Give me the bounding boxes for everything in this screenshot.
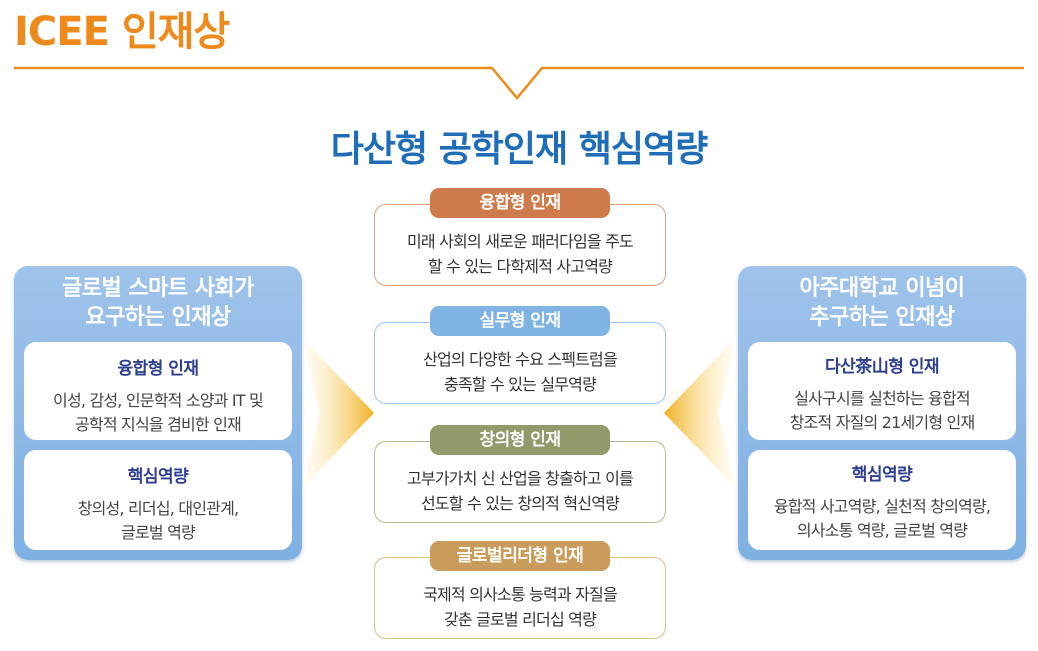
right-panel: 아주대학교 이념이 추구하는 인재상 다산茶山형 인재 실사구시를 실천하는 융… [738,266,1026,560]
arrow-right-icon [302,338,374,488]
left-card-convergence-title: 융합형 인재 [117,359,199,379]
right-card-dasan-title: 다산茶山형 인재 [824,357,940,377]
left-card-convergence-line2: 공학적 지식을 겸비한 인재 [75,415,242,434]
right-card-competency-line2: 의사소통 역량, 글로벌 역량 [796,521,968,540]
right-panel-heading: 아주대학교 이념이 추구하는 인재상 [738,274,1026,332]
talent-box-practical-line2: 충족할 수 있는 실무역량 [443,375,597,394]
left-card-competency: 핵심역량 창의성, 리더십, 대인관계, 글로벌 역량 [24,450,292,550]
right-card-dasan-line1: 실사구시를 실천하는 융합적 [794,389,970,408]
talent-box-global-leader-line1: 국제적 의사소통 능력과 자질을 [423,585,618,604]
left-card-competency-line1: 창의성, 리더십, 대인관계, [77,499,239,518]
talent-box-global-leader-line2: 갖춘 글로벌 리더십 역량 [443,610,597,629]
talent-box-practical-body: 산업의 다양한 수요 스펙트럼을 충족할 수 있는 실무역량 [375,347,665,397]
talent-box-creative-line1: 고부가가치 신 산업을 창출하고 이를 [407,469,634,488]
right-card-competency: 핵심역량 융합적 사고역량, 실천적 창의역량, 의사소통 역량, 글로벌 역량 [748,450,1016,550]
talent-tag-convergence: 융합형 인재 [430,188,610,218]
left-card-convergence-line1: 이성, 감성, 인문학적 소양과 IT 및 [53,391,264,410]
right-card-dasan-line2: 창조적 자질의 21세기형 인재 [789,413,976,432]
left-panel-heading-line1: 글로벌 스마트 사회가 [62,276,254,301]
left-card-convergence: 융합형 인재 이성, 감성, 인문학적 소양과 IT 및 공학적 지식을 겸비한… [24,342,292,440]
left-panel-heading-line2: 요구하는 인재상 [85,305,231,330]
left-panel: 글로벌 스마트 사회가 요구하는 인재상 융합형 인재 이성, 감성, 인문학적… [14,266,302,560]
talent-box-practical-line1: 산업의 다양한 수요 스펙트럼을 [423,350,618,369]
main-heading: 다산형 공학인재 핵심역량 [330,129,708,170]
title-divider [14,66,1024,100]
left-card-convergence-body: 이성, 감성, 인문학적 소양과 IT 및 공학적 지식을 겸비한 인재 [24,389,292,437]
talent-tag-creative: 창의형 인재 [430,425,610,455]
right-card-dasan: 다산茶山형 인재 실사구시를 실천하는 융합적 창조적 자질의 21세기형 인재 [748,342,1016,440]
talent-box-convergence-line1: 미래 사회의 새로운 패러다임을 주도 [407,232,634,251]
left-card-competency-line2: 글로벌 역량 [121,523,196,542]
left-card-competency-body: 창의성, 리더십, 대인관계, 글로벌 역량 [24,497,292,545]
right-panel-heading-line2: 추구하는 인재상 [809,305,955,330]
talent-tag-practical: 실무형 인재 [430,306,610,336]
talent-box-convergence-body: 미래 사회의 새로운 패러다임을 주도 할 수 있는 다학제적 사고역량 [375,229,665,279]
left-card-competency-title: 핵심역량 [127,467,189,487]
talent-box-convergence-line2: 할 수 있는 다학제적 사고역량 [427,257,613,276]
right-card-competency-line1: 융합적 사고역량, 실천적 창의역량, [773,497,991,516]
talent-box-creative-body: 고부가가치 신 산업을 창출하고 이를 선도할 수 있는 창의적 혁신역량 [375,466,665,516]
talent-box-global-leader-body: 국제적 의사소통 능력과 자질을 갖춘 글로벌 리더십 역량 [375,582,665,632]
arrow-left-icon [664,338,736,488]
right-card-competency-title: 핵심역량 [851,465,913,485]
right-card-competency-body: 융합적 사고역량, 실천적 창의역량, 의사소통 역량, 글로벌 역량 [748,495,1016,543]
right-panel-heading-line1: 아주대학교 이념이 [799,276,965,301]
right-card-dasan-body: 실사구시를 실천하는 융합적 창조적 자질의 21세기형 인재 [748,387,1016,435]
talent-box-creative-line2: 선도할 수 있는 창의적 혁신역량 [420,494,620,513]
page-title: ICEE 인재상 [14,9,230,55]
left-panel-heading: 글로벌 스마트 사회가 요구하는 인재상 [14,274,302,332]
talent-tag-global-leader: 글로벌리더형 인재 [430,541,610,571]
